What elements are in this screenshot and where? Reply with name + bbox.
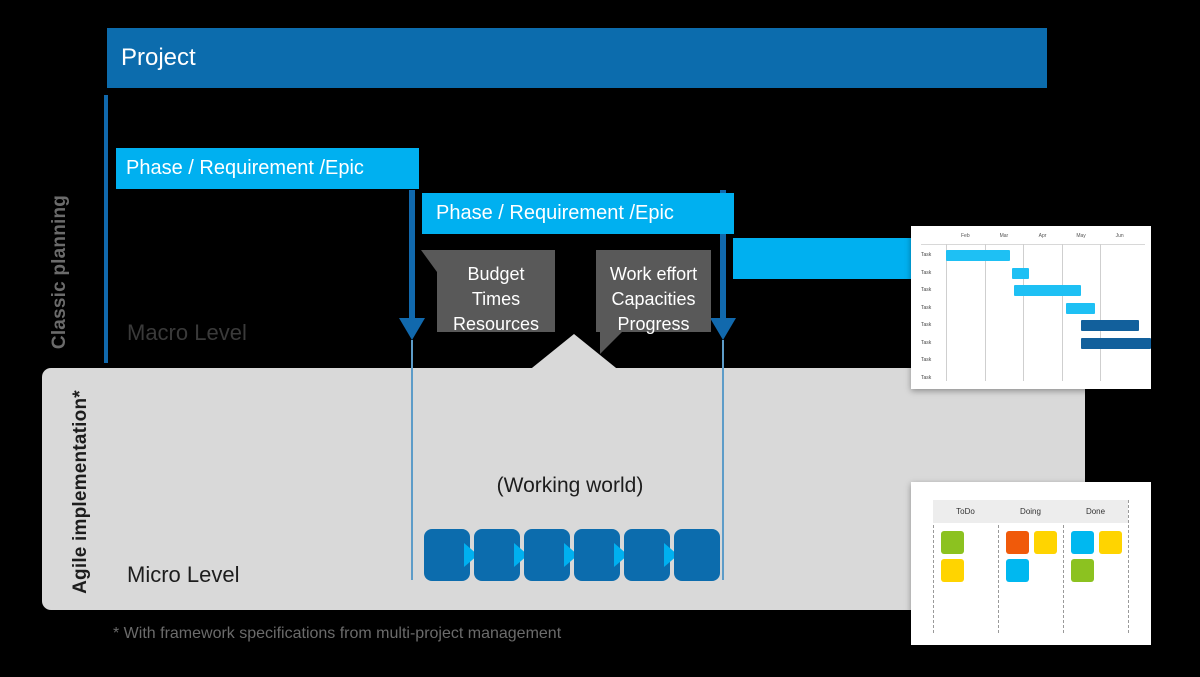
gantt-month-label: Mar — [999, 233, 1009, 239]
bar-phase-requirement-epic-1[interactable]: Phase / Requirement /Epic — [116, 148, 419, 189]
sprint-box[interactable] — [674, 529, 720, 581]
callout-work-effort-line-3: Progress — [617, 314, 690, 334]
gantt-task-label: Task — [921, 269, 932, 276]
gantt-header-rule — [921, 244, 1145, 245]
gantt-month-label: Feb — [960, 233, 970, 239]
rail-label-agile-implementation: Agile implementation* — [70, 390, 91, 594]
arrow-shaft-right — [720, 190, 726, 318]
gantt-task-bar[interactable] — [1081, 337, 1151, 349]
kanban-column — [1063, 500, 1129, 633]
gantt-task-bar[interactable] — [1081, 320, 1139, 331]
kanban-card[interactable] — [1099, 531, 1122, 554]
connector-thin-line-left — [411, 340, 413, 580]
callout-budget-tail — [421, 250, 437, 272]
rail-label-classic-planning: Classic planning — [49, 194, 70, 350]
kanban-column-header: ToDo — [933, 500, 998, 523]
kanban-column-header: Doing — [998, 500, 1063, 523]
sprint-box[interactable] — [524, 529, 570, 581]
kanban-column-divider — [1128, 500, 1129, 633]
sprint-box[interactable] — [574, 529, 620, 581]
gantt-month-label: May — [1076, 233, 1086, 239]
sprint-box[interactable] — [624, 529, 670, 581]
kanban-card[interactable] — [941, 559, 964, 582]
sprint-box[interactable] — [424, 529, 470, 581]
label-micro-level: Micro Level — [127, 562, 240, 587]
connector-thin-line-right — [722, 340, 724, 580]
bar-phase-requirement-epic-2[interactable]: Phase / Requirement /Epic — [422, 193, 734, 234]
arrow-shaft-left — [409, 190, 415, 318]
kanban-card[interactable] — [1006, 559, 1029, 582]
gantt-task-bar[interactable] — [946, 250, 1010, 261]
bar-project[interactable]: Project — [107, 28, 1047, 88]
label-macro-level: Macro Level — [127, 320, 247, 345]
gantt-task-label: Task — [921, 304, 932, 311]
kanban-column — [933, 500, 999, 633]
gantt-task-bar[interactable] — [1011, 267, 1029, 279]
arrow-head-right-icon — [710, 318, 736, 340]
callout-budget-line-3: Resources — [452, 314, 540, 334]
kanban-card[interactable] — [1034, 531, 1057, 554]
callout-budget-line-1: Budget — [467, 264, 525, 284]
gantt-grid-line — [984, 244, 986, 381]
arrow-head-left-icon — [399, 318, 425, 340]
gantt-task-label: Task — [921, 252, 932, 258]
gantt-task-label: Task — [921, 357, 932, 363]
kanban-card[interactable] — [1071, 559, 1094, 582]
gantt-task-bar[interactable] — [1065, 302, 1095, 314]
sprint-box[interactable] — [474, 529, 520, 581]
gantt-grid-line — [1061, 244, 1063, 381]
gantt-task-label: Task — [921, 339, 932, 346]
kanban-column — [998, 500, 1064, 633]
label-working-world: (Working world) — [496, 474, 644, 497]
callout-work-effort-line-1: Work effort — [609, 264, 698, 284]
gantt-grid-line — [1100, 244, 1102, 381]
kanban-card[interactable] — [1071, 531, 1094, 554]
sprint-chain — [424, 529, 724, 581]
gantt-task-label: Task — [921, 374, 932, 381]
callout-budget: Budget Times Resources — [421, 250, 555, 334]
gantt-grid-line — [1023, 244, 1025, 381]
connector-line-project-left — [104, 95, 108, 363]
kanban-card[interactable] — [941, 531, 964, 554]
callout-budget-line-2: Times — [471, 289, 521, 309]
footnote-text: * With framework specifications from mul… — [113, 625, 562, 642]
gantt-task-label: Task — [921, 322, 932, 328]
callout-work-effort-tail — [600, 332, 622, 354]
gantt-grid-line — [946, 244, 947, 381]
gantt-task-bar[interactable] — [1013, 285, 1082, 296]
gantt-month-label: Apr — [1038, 233, 1047, 239]
kanban-column-header: Done — [1063, 500, 1128, 523]
callout-work-effort: Work effort Capacities Progress — [596, 250, 711, 354]
kanban-card[interactable] — [1006, 531, 1029, 554]
gantt-task-label: Task — [921, 287, 932, 293]
callout-work-effort-line-2: Capacities — [611, 289, 696, 309]
gantt-month-label: Jun — [1115, 233, 1124, 239]
